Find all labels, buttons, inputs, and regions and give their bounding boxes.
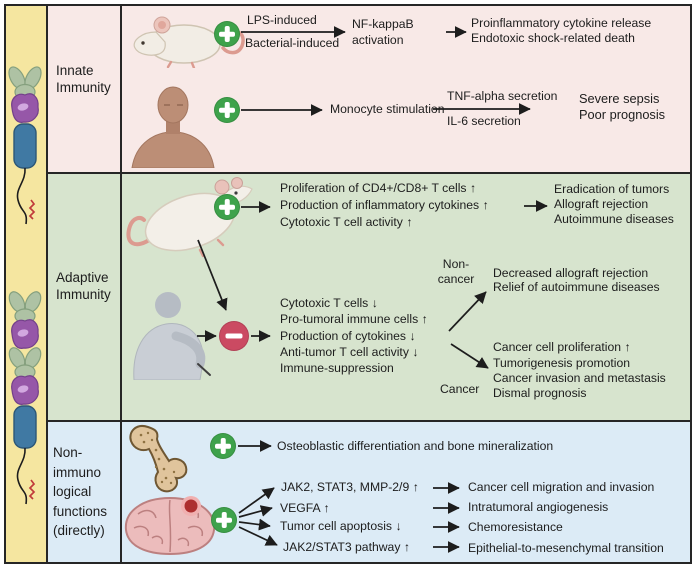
plus-circle-icon [214,97,240,123]
outcome-text: Cancer cell migration and invasion [468,480,655,494]
mediator-text: JAK2/STAT3 pathway ↑ [283,540,410,554]
outcome-text: Tumorigenesis promotion [493,356,631,370]
outcome-text: Dismal prognosis [493,386,587,400]
outcome-text: Decreased allograft rejection [493,266,649,280]
mediator-text: Tumor cell apoptosis ↓ [280,519,402,533]
antibody-receptor-double-icon [8,291,42,505]
stimulus-bacterial: Bacterial-induced [245,36,340,50]
outcome-text: Severe sepsis [579,91,660,106]
branch-label-cancer: Cancer [440,382,480,396]
outcome-text: Cancer invasion and metastasis [493,371,666,385]
outcome-text: Chemoresistance [468,520,563,534]
outcome-text: Osteoblastic differentiation and bone mi… [277,439,554,453]
minus-circle-icon [219,321,249,351]
person-writing-icon [133,292,211,380]
mediator-text: JAK2, STAT3, MMP-2/9 ↑ [281,480,419,494]
effect-text: Immune-suppression [280,361,394,375]
outcome-text: Endotoxic shock-related death [471,31,635,45]
plus-circle-icon [210,433,236,459]
outcome-text: Eradication of tumors [554,182,670,196]
outcome-text: Proinflammatory cytokine release [471,16,652,30]
brain-tumor-icon [124,496,216,556]
label-column-divider [120,4,122,564]
label-adaptive-immunity: Adaptive Immunity [56,270,111,302]
plus-circle-icon [214,21,240,47]
effect-text: Pro-tumoral immune cells ↑ [280,312,428,326]
mouse-icon [133,16,245,68]
bone-icon [129,425,188,493]
label-innate-immunity: Innate Immunity [56,63,111,95]
antibody-receptor-single-icon [8,66,42,225]
outcome-text: Allograft rejection [554,197,649,211]
outcome-text: Poor prognosis [579,107,666,122]
effect-text: Cytotoxic T cells ↓ [280,296,378,310]
mediator-il6: IL-6 secretion [447,114,521,128]
outcome-text: Relief of autoimmune diseases [493,280,660,294]
outcome-text: Autoimmune diseases [554,212,674,226]
antibody-receptor-icons [8,66,42,505]
effect-text: Anti-tumor T cell activity ↓ [280,345,419,359]
mediator-nfkappab: NF-kappaB activation [352,17,414,47]
rat-icon [126,177,253,258]
effect-text: Production of inflammatory cytokines ↑ [280,198,489,212]
plus-circle-icon [214,194,240,220]
outcome-text: Cancer cell proliferation ↑ [493,340,631,354]
outcome-text: Epithelial-to-mesenchymal transition [468,541,664,555]
human-bust-icon [131,86,215,168]
label-nonimmunological: Non- immuno logical functions (directly) [53,445,108,538]
mediator-text: VEGFA ↑ [280,501,330,515]
plus-circle-icon [211,507,237,533]
mediator-tnf: TNF-alpha secretion [447,89,558,103]
effect-text: Production of cytokines ↓ [280,329,416,343]
effect-text: Cytotoxic T cell activity ↑ [280,215,413,229]
outcome-text: Intratumoral angiogenesis [468,500,609,514]
step-monocyte: Monocyte stimulation [330,102,445,116]
stimulus-lps: LPS-induced [247,13,317,27]
branch-label-noncancer: Non- cancer [437,257,475,286]
effect-text: Proliferation of CD4+/CD8+ T cells ↑ [280,181,476,195]
